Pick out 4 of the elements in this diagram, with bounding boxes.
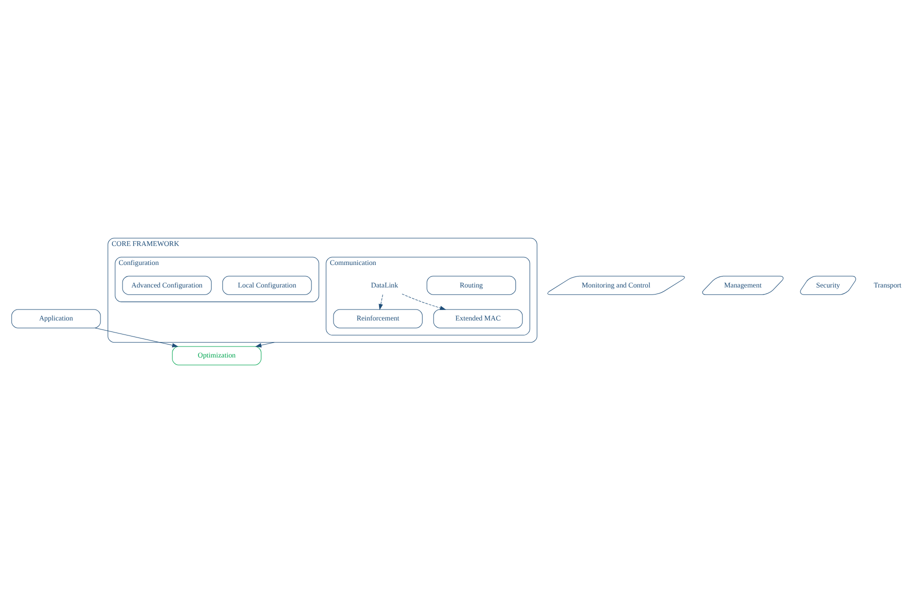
arrow	[94, 328, 178, 348]
arrow	[402, 294, 446, 310]
arrow	[378, 294, 384, 310]
arrow	[255, 342, 275, 348]
